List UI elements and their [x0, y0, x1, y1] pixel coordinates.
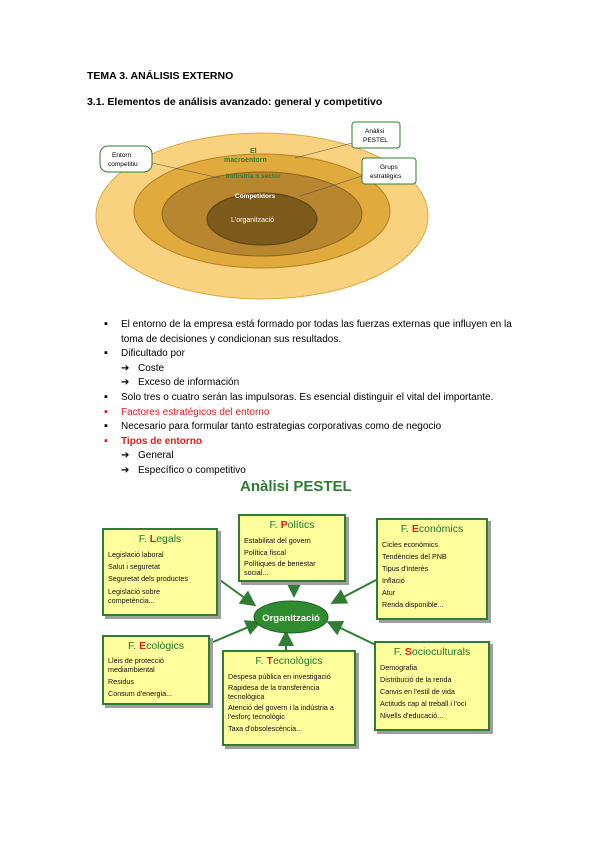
callout-groups-line1: Grups	[380, 164, 398, 171]
arrow-right-icon: ➔	[121, 362, 130, 374]
arrow-socioculturals	[326, 620, 379, 647]
arrow-ecologics	[212, 620, 262, 643]
bullet-text: Coste	[138, 362, 165, 374]
box-title: F. Legals	[138, 533, 182, 545]
section-subheading: 3.1. Elementos de análisis avanzado: gen…	[87, 96, 383, 108]
box-title: F. Ecològics	[127, 640, 185, 652]
callout-groups-line2: estratègics	[370, 173, 402, 180]
pestel-diagram: Anàlisi PESTEL Organització F. Legals Le…	[98, 478, 498, 748]
bullet-text: Exceso de información	[138, 377, 240, 389]
organization-node	[253, 600, 329, 634]
box-item: Atur	[382, 588, 396, 597]
box-title: F. Polítics	[269, 519, 315, 531]
box-politics: F. Polítics Estabilitat del govern Polít…	[238, 514, 346, 582]
callout-competitive-line	[151, 162, 221, 179]
ring-label-macro-2: macroentorn	[224, 157, 267, 164]
box-item: Taxa d'obsolescència...	[228, 724, 303, 733]
bullet-item: Dificultado por	[104, 346, 521, 362]
box-item: Salut i seguretat	[108, 562, 160, 571]
box-item: Consum d'energia...	[108, 689, 173, 698]
box-title: F. Socioculturals	[393, 646, 471, 658]
bullet-text: Específico o competitivo	[138, 464, 246, 476]
bullet-text: Factores estratégicos del entorno	[121, 406, 270, 418]
box-item: Nivells d'educació...	[380, 711, 444, 720]
box-item: Legislació laboral	[108, 550, 164, 559]
arrow-right-icon: ➔	[121, 450, 130, 462]
callout-pestel	[351, 121, 401, 149]
box-title: F. Tecnològics	[255, 655, 323, 667]
arrow-right-icon: ➔	[121, 464, 130, 476]
box-item: Residus	[108, 677, 134, 686]
callout-competitive-line2: competitiu	[108, 161, 138, 168]
bullet-list: El entorno de la empresa está formado po…	[104, 317, 521, 479]
pestel-arrows: Organització	[205, 569, 379, 650]
box-item: Distribució de la renda	[380, 675, 452, 684]
callout-pestel-line2: PESTEL	[363, 137, 388, 144]
bullet-item: Necesario para formular tanto estrategia…	[104, 419, 521, 435]
pestel-title: Anàlisi PESTEL	[240, 478, 352, 495]
box-economics: F. Econòmics Cicles econòmics Tendències…	[376, 518, 488, 620]
box-socioculturals: F. Socioculturals Demografia Distribució…	[374, 641, 490, 731]
box-item: Política fiscal	[244, 548, 286, 557]
sub-bullet-item: ➔ Coste	[104, 362, 521, 377]
box-item: Legislació sobre competència...	[108, 587, 160, 605]
box-tecnologics: F. Tecnològics Despesa pública en invest…	[222, 650, 356, 746]
callout-competitive-env	[99, 145, 153, 173]
ring-label-industry: Indústria o sector	[226, 173, 281, 180]
box-item: Demografia	[380, 663, 418, 672]
callout-pestel-line	[294, 142, 353, 159]
sub-bullet-item: ➔ General	[104, 449, 521, 464]
box-item: Tendències del PNB	[382, 552, 447, 561]
box-item: Atenció del govern i la indústria a l'es…	[228, 703, 334, 721]
box-item: Actituds cap al treball i l'oci	[380, 699, 467, 708]
callout-pestel-line1: Anàlisi	[365, 128, 384, 135]
box-item: Lleis de protecció mediambiental	[108, 656, 164, 674]
ring-label-competitors: Competidors	[235, 193, 275, 200]
organization-label: Organització	[262, 613, 320, 624]
box-item: Renda disponible...	[382, 600, 444, 609]
arrow-right-icon: ➔	[121, 377, 130, 389]
ring-label-macro-1: El	[250, 148, 257, 155]
bullet-text: General	[138, 450, 174, 462]
sub-bullet-item: ➔ Específico o competitivo	[104, 464, 521, 479]
bullet-text: Necesario para formular tanto estrategia…	[121, 421, 442, 433]
environment-rings-diagram: El macroentorn Indústria o sector Compet…	[95, 121, 429, 300]
bullet-item: Solo tres o cuatro serán las impulsoras.…	[104, 390, 521, 406]
ring-label-organization: L'organització	[231, 217, 274, 224]
organization-ring	[206, 192, 318, 246]
box-item: Despesa pública en investigació	[228, 672, 331, 681]
callout-strategic-groups	[361, 157, 417, 185]
box-item: Canvis en l'estil de vida	[380, 687, 455, 696]
red-subheading: Factores estratégicos del entorno	[104, 405, 521, 421]
callout-groups-line	[299, 175, 363, 197]
box-item: Rapidesa de la transferència tecnològica	[228, 683, 320, 701]
bullet-item: El entorno de la empresa está formado po…	[104, 317, 521, 347]
box-item: Tipus d'interès	[382, 564, 429, 573]
bullet-text: Solo tres o cuatro serán las impulsoras.…	[121, 391, 494, 403]
callout-competitive-line1: Entorn	[112, 152, 132, 159]
box-ecologics: F. Ecològics Lleis de protecció mediambi…	[102, 635, 210, 705]
box-item: Estabilitat del govern	[244, 536, 311, 545]
box-legals: F. Legals Legislació laboral Salut i seg…	[102, 528, 218, 616]
page-heading: TEMA 3. ANÁLISIS EXTERNO	[87, 70, 234, 82]
box-item: Cicles econòmics	[382, 540, 438, 549]
box-title: F. Econòmics	[400, 523, 464, 535]
arrow-economics	[330, 579, 377, 604]
box-item: Inflació	[382, 576, 405, 585]
bullet-text: Tipos de entorno	[121, 435, 202, 447]
box-item: Seguretat dels productes	[108, 574, 188, 583]
bullet-text: Dificultado por	[121, 348, 185, 360]
sub-bullet-item: ➔ Exceso de información	[104, 376, 521, 391]
bullet-text: El entorno de la empresa está formado po…	[121, 319, 512, 345]
bullet-item: Tipos de entorno	[104, 434, 521, 450]
box-item: Polítiques de benestar social...	[244, 559, 316, 577]
